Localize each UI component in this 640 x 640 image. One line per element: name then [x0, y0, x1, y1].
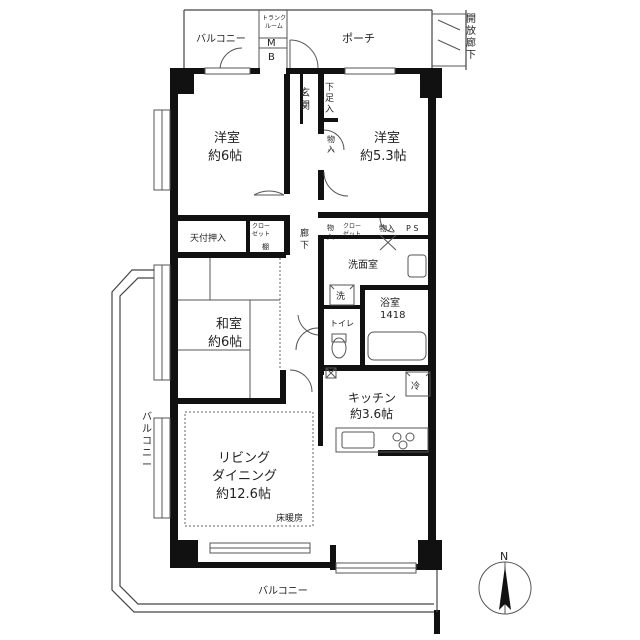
storage-1-label: 物 入	[327, 134, 338, 154]
balcony-bottom-label: バルコニー	[258, 585, 308, 597]
ceiling-closet-label: 天付押入	[190, 232, 226, 244]
western-room-1-size: 約6帖	[208, 149, 242, 164]
western-room-2-name: 洋室	[374, 130, 400, 146]
entrance-label: 玄 関	[300, 86, 313, 112]
bathroom-name: 浴室	[380, 296, 400, 309]
fridge-label: 冷	[411, 380, 420, 392]
shelf-label: 棚	[262, 242, 269, 251]
open-corridor-label: 開 放 廊 下	[466, 13, 479, 61]
bathroom-size: 1418	[380, 310, 405, 321]
living-line2: ダイニング	[212, 469, 277, 484]
hallway-label: 廊 下	[300, 227, 312, 251]
living-size: 約12.6帖	[216, 487, 271, 502]
western-room-1-name: 洋室	[214, 130, 240, 146]
trunk-room-line2: ルーム	[265, 23, 283, 30]
north-label: N	[500, 550, 508, 563]
trunk-room-line1: トランク	[262, 15, 286, 22]
balcony-left-char: コ	[142, 436, 152, 447]
fixtures	[325, 149, 431, 453]
western-room-2-size: 約5.3帖	[360, 149, 407, 164]
storage-3-label: 物入	[379, 223, 395, 233]
north-arrow: N	[478, 550, 532, 615]
windows	[153, 67, 417, 574]
japanese-room-name: 和室	[216, 316, 242, 332]
balcony-top-label: バルコニー	[196, 33, 246, 45]
kitchen-size: 約3.6帖	[350, 406, 393, 421]
room-labels: バルコニー トランク ルーム M B ポーチ 開 放 廊 下 玄 関 下 足 入…	[142, 13, 479, 597]
washer-label: 洗	[336, 290, 345, 302]
interior-walls	[170, 74, 436, 456]
shoe-storage-label: 下 足 入	[325, 83, 337, 115]
balcony-left-char: バ	[142, 411, 152, 423]
closet-left-label: クロー ゼット	[252, 223, 272, 238]
living-line1: リビング	[218, 451, 270, 466]
door-swings	[253, 129, 395, 393]
tatami-lines	[178, 258, 281, 398]
balcony-outline	[111, 269, 434, 613]
ps-label: P S	[406, 224, 418, 233]
mb-label: M B	[267, 38, 279, 63]
floor-heating-label: 床暖房	[276, 512, 303, 524]
washroom-label: 洗面室	[348, 258, 378, 271]
kitchen-name: キッチン	[348, 391, 396, 405]
japanese-room-size: 約6帖	[208, 335, 242, 350]
balcony-left-char: ニ	[142, 448, 152, 459]
balcony-left-label: バルコニー	[142, 411, 152, 471]
floor-heating-area	[184, 411, 314, 527]
balcony-left-char: ー	[142, 460, 152, 471]
trunk-room-label: トランク ルーム	[262, 15, 288, 30]
toilet-label: トイレ	[330, 319, 354, 328]
balcony-left-char: ル	[142, 424, 152, 435]
porch-label: ポーチ	[342, 32, 375, 45]
storage-2-label: 物 入	[327, 223, 336, 241]
closet-right-label: クロー ゼット	[343, 223, 363, 238]
